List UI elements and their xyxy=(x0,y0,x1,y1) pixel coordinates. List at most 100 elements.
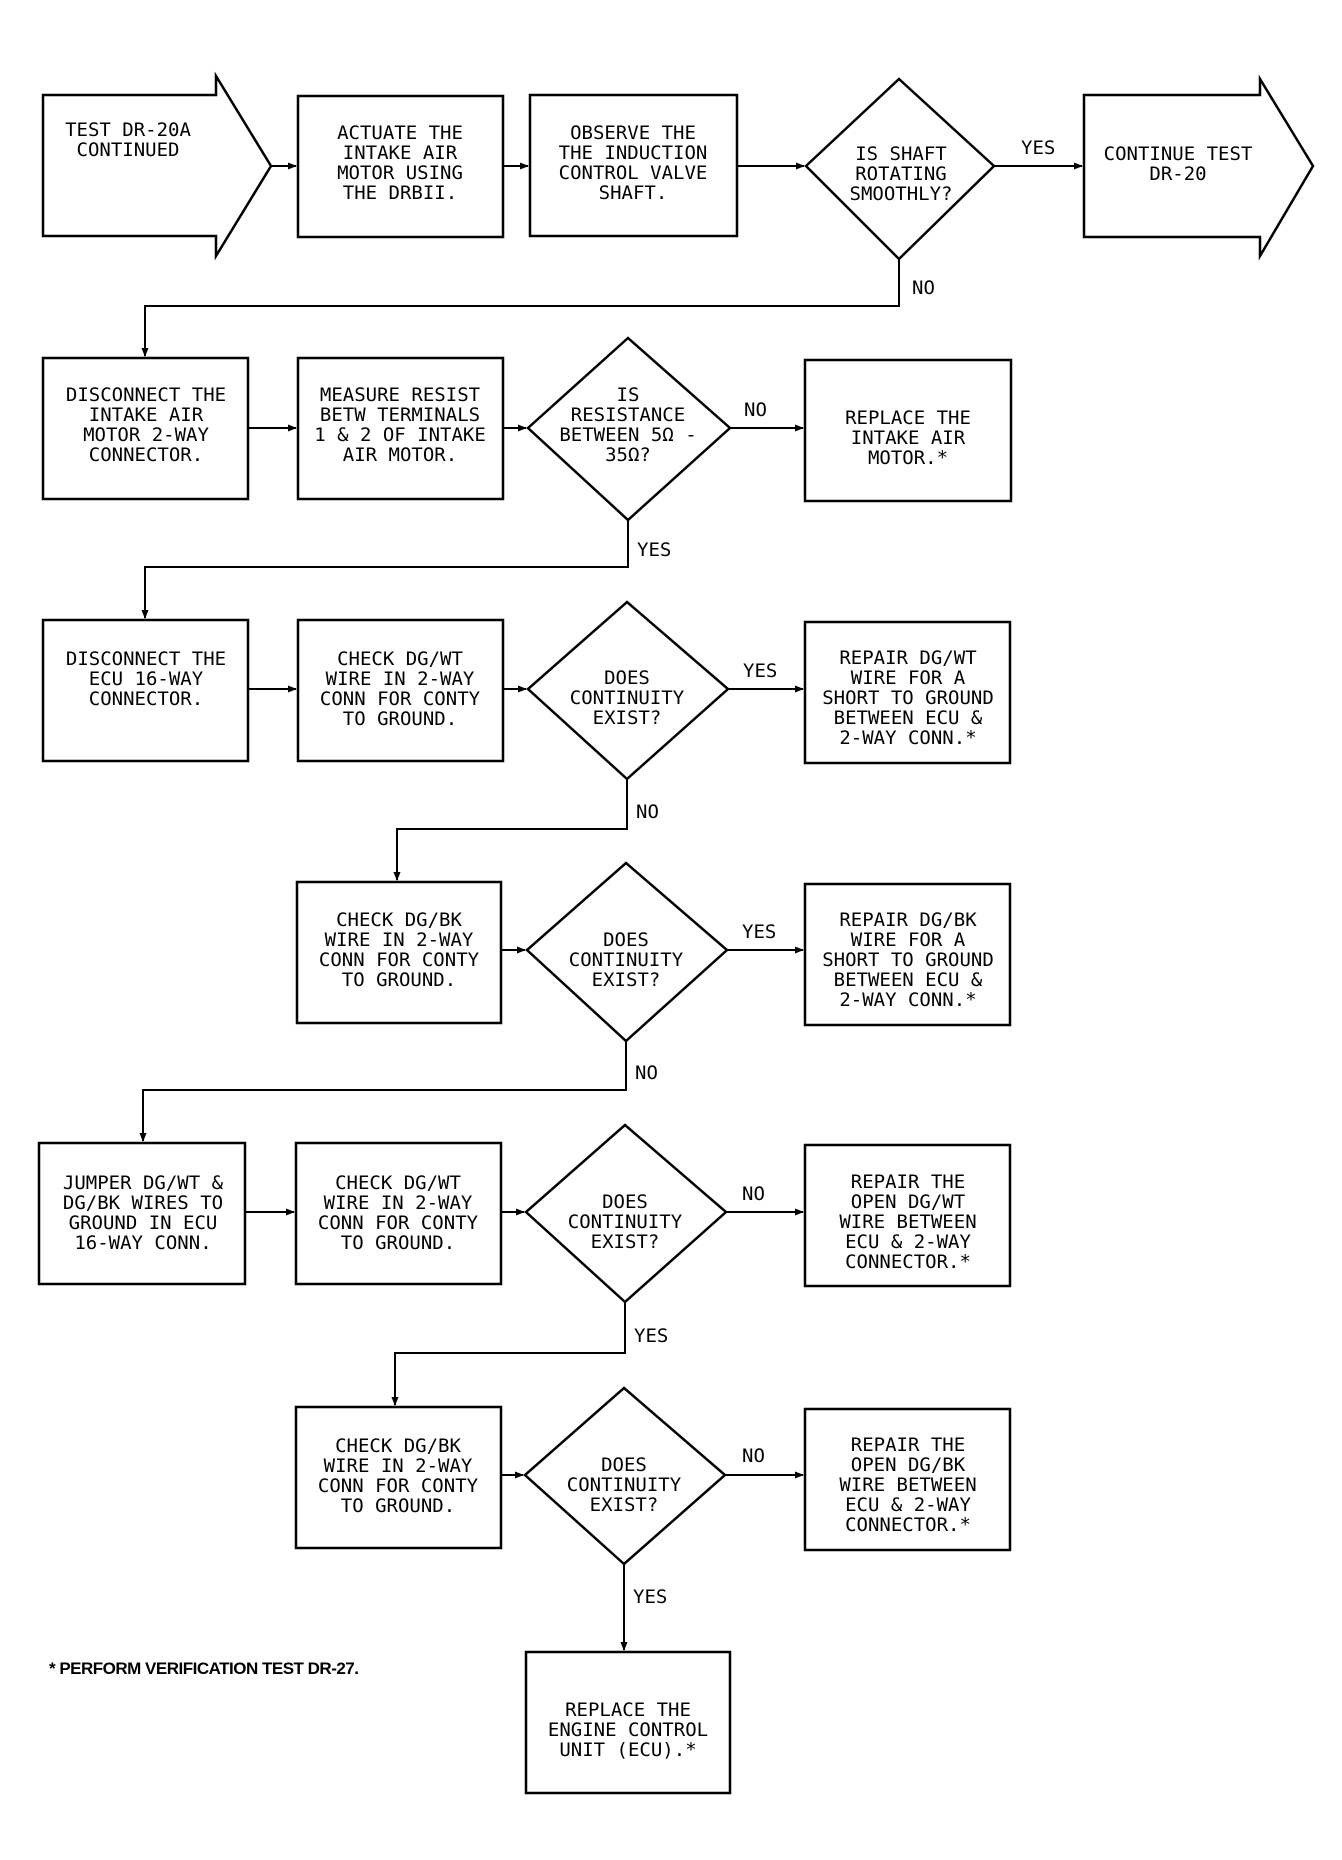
edge-label-yes: YES xyxy=(634,1325,668,1347)
step-box xyxy=(803,882,1012,1027)
node-label-line: RESISTANCE xyxy=(571,404,685,426)
node-label-line: WIRE IN 2-WAY xyxy=(324,1192,473,1214)
node-label-line: CONTINUE TEST xyxy=(1104,143,1253,165)
node-label-line: 2-WAY CONN.* xyxy=(839,727,976,749)
node-label-line: WIRE BETWEEN xyxy=(839,1474,976,1496)
node-label-line: DISCONNECT THE xyxy=(66,648,226,670)
node-label-line: IS xyxy=(617,384,640,406)
node-label-line: REPLACE THE xyxy=(845,407,971,429)
edge-label-no: NO xyxy=(744,399,767,421)
node-label-line: CONTINUITY xyxy=(567,1474,682,1496)
node-label-line: MOTOR USING xyxy=(337,162,463,184)
edge-labels: YES NO NO YES YES NO YES NO NO YES NO YE… xyxy=(633,137,1055,1608)
continue-arrow-shape xyxy=(1082,74,1315,261)
node-label-line: 16-WAY CONN. xyxy=(74,1232,211,1254)
node-label-line: REPAIR THE xyxy=(851,1434,965,1456)
step-box xyxy=(803,1407,1012,1552)
node-label-line: MEASURE RESIST xyxy=(320,384,480,406)
node-label-line: CONTINUITY xyxy=(569,949,684,971)
node-label-line: WIRE IN 2-WAY xyxy=(324,1455,473,1477)
node-label-line: CONNECTOR.* xyxy=(845,1514,971,1536)
node-label-line: INTAKE AIR xyxy=(851,427,966,449)
node-label-line: MOTOR 2-WAY xyxy=(83,424,209,446)
node-label-line: REPAIR DG/BK xyxy=(839,909,977,931)
step-box xyxy=(41,356,250,501)
node-label-line: DOES xyxy=(604,667,650,689)
node-label-line: ECU & 2-WAY xyxy=(845,1231,971,1253)
node-label-line: THE DRBII. xyxy=(343,182,457,204)
edge-d1-n5 xyxy=(141,259,900,357)
step-box xyxy=(296,94,505,239)
node-label-line: WIRE BETWEEN xyxy=(839,1211,976,1233)
node-label-line: DISCONNECT THE xyxy=(66,384,226,406)
node-label-line: CHECK DG/WT xyxy=(337,648,463,670)
node-label-line: WIRE FOR A xyxy=(851,929,966,951)
node-label-line: WIRE IN 2-WAY xyxy=(326,668,475,690)
step-box xyxy=(803,358,1013,503)
edge-label-yes: YES xyxy=(743,660,777,682)
footnote: * PERFORM VERIFICATION TEST DR-27. xyxy=(49,1659,359,1678)
node-label-line: SHAFT. xyxy=(599,182,668,204)
node-label-line: TO GROUND. xyxy=(342,969,456,991)
node-label-line: OPEN DG/WT xyxy=(851,1191,965,1213)
node-label-line: SHORT TO GROUND xyxy=(822,687,994,709)
step-box xyxy=(803,1143,1012,1288)
node-label-line: CHECK DG/BK xyxy=(335,1435,461,1457)
node-label-line: CONNECTOR. xyxy=(89,688,203,710)
node-label-line: IS SHAFT xyxy=(855,143,947,165)
node-label-line: 35Ω? xyxy=(605,444,651,466)
edge-label-no: NO xyxy=(742,1183,765,1205)
node-label-line: CONTINUITY xyxy=(568,1211,683,1233)
step-box xyxy=(294,1141,503,1286)
node-label-line: WIRE FOR A xyxy=(851,667,966,689)
node-label-line: DOES xyxy=(602,1191,648,1213)
node-label-line: BETWEEN 5Ω - xyxy=(559,424,696,446)
node-label-line: JUMPER DG/WT & xyxy=(63,1172,224,1194)
edge-label-no: NO xyxy=(635,1062,658,1084)
node-label-line: 2-WAY CONN.* xyxy=(839,989,976,1011)
node-label-line: MOTOR.* xyxy=(868,447,948,469)
node-label-line: ROTATING xyxy=(855,163,947,185)
node-label-line: EXIST? xyxy=(590,1494,659,1516)
step-box xyxy=(295,880,503,1025)
step-box xyxy=(41,618,250,763)
node-label-line: BETWEEN ECU & xyxy=(834,969,983,991)
node-label-line: GROUND IN ECU xyxy=(69,1212,218,1234)
edge-label-yes: YES xyxy=(742,921,776,943)
node-label-line: CHECK DG/BK xyxy=(336,909,462,931)
node-label-line: CONTROL VALVE xyxy=(559,162,708,184)
edge-label-no: NO xyxy=(636,801,659,823)
edge-label-yes: YES xyxy=(637,539,671,561)
edge-label-yes: YES xyxy=(1021,137,1055,159)
start-arrow-shape xyxy=(41,71,273,261)
node-label-line: ECU & 2-WAY xyxy=(845,1494,971,1516)
shapes xyxy=(37,71,1315,1795)
node-label-line: DG/BK WIRES TO xyxy=(63,1192,223,1214)
node-label-line: BETWEEN ECU & xyxy=(834,707,983,729)
decision-diamond xyxy=(526,336,732,522)
node-label-line: ENGINE CONTROL xyxy=(548,1719,708,1741)
edge-label-no: NO xyxy=(742,1445,765,1467)
node-label-line: CONTINUED xyxy=(77,139,180,161)
node-label-line: THE INDUCTION xyxy=(559,142,708,164)
node-label-line: OBSERVE THE xyxy=(570,122,696,144)
